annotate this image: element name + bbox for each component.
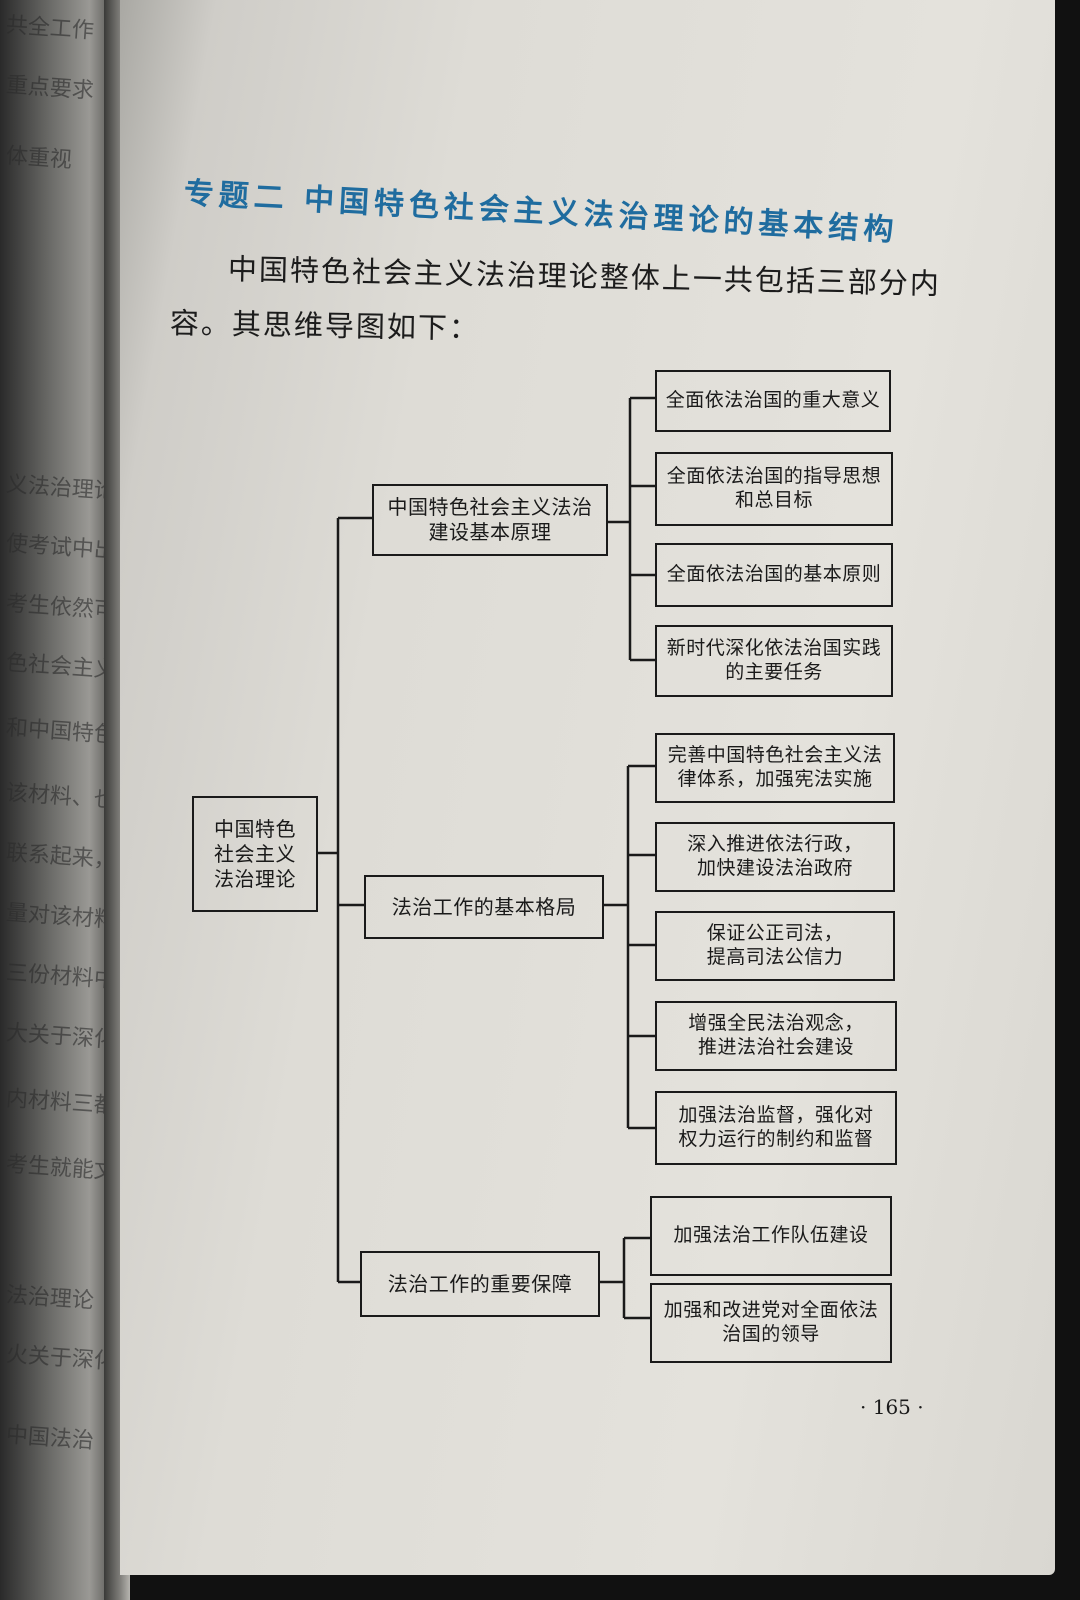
leaf-node: 加强法治监督，强化对 权力运行的制约和监督 (655, 1091, 897, 1165)
mind-map-root-node: 中国特色 社会主义 法治理论 (192, 796, 318, 912)
leaf-node: 全面依法治国的基本原则 (655, 543, 893, 607)
book-page: 专题二 中国特色社会主义法治理论的基本结构 中国特色社会主义法治理论整体上一共包… (120, 0, 1055, 1575)
leaf-node: 完善中国特色社会主义法 律体系，加强宪法实施 (655, 733, 895, 803)
left-facing-page: 共全工作 重点要求 体重视 义法治理论 使考试中出现 考生依然可以 色社会主义法… (0, 0, 112, 1600)
leaf-node: 加强和改进党对全面依法 治国的领导 (650, 1283, 892, 1363)
left-page-text: 法治理论 (5, 1282, 95, 1315)
branch-node-work-pattern: 法治工作的基本格局 (364, 875, 604, 939)
mind-map-connectors (318, 396, 655, 1320)
leaf-node: 保证公正司法， 提高司法公信力 (655, 911, 895, 981)
leaf-node: 新时代深化依法治国实践 的主要任务 (655, 625, 893, 697)
left-page-text: 考生依然可以 (5, 591, 112, 626)
leaf-node: 深入推进依法行政， 加快建设法治政府 (655, 822, 895, 892)
branch-node-basic-principles: 中国特色社会主义法治 建设基本原理 (372, 484, 608, 556)
left-page-text: 中国法治 (5, 1422, 95, 1455)
left-page-text: 体重视 (5, 143, 73, 174)
left-page-text: 火关于深化 (5, 1342, 112, 1375)
left-page-text: 该材料、也能够 (5, 780, 112, 817)
left-page-text: 色社会主义法治 (5, 650, 112, 687)
leaf-node: 增强全民法治观念， 推进法治社会建设 (655, 1001, 897, 1071)
left-page-text: 联系起来，以中 (5, 840, 112, 877)
leaf-node: 全面依法治国的指导思想 和总目标 (655, 452, 893, 526)
left-page-text: 内材料三都围 (5, 1086, 112, 1121)
left-page-text: 使考试中出现 (5, 531, 112, 566)
left-page-text: 重点要求 (5, 72, 95, 105)
page-number: · 165 · (860, 1395, 924, 1419)
left-page-text: 义法治理论 (5, 472, 112, 505)
branch-node-guarantee: 法治工作的重要保障 (360, 1251, 600, 1317)
left-page-text: 共全工作 (5, 12, 95, 45)
left-page-text: 量对该材料进行 (5, 900, 112, 937)
left-page-text: 考生就能文 (5, 1152, 112, 1185)
mind-map: 中国特色 社会主义 法治理论 中国特色社会主义法治 建设基本原理 法治工作的基本… (120, 0, 1055, 1575)
leaf-node: 全面依法治国的重大意义 (655, 370, 891, 432)
left-page-text: 三份材料中的材 (5, 960, 112, 997)
left-page-text: 大关于深化党和 (5, 1020, 112, 1057)
leaf-node: 加强法治工作队伍建设 (650, 1196, 892, 1276)
left-page-text: 和中国特色社会 (5, 715, 112, 752)
